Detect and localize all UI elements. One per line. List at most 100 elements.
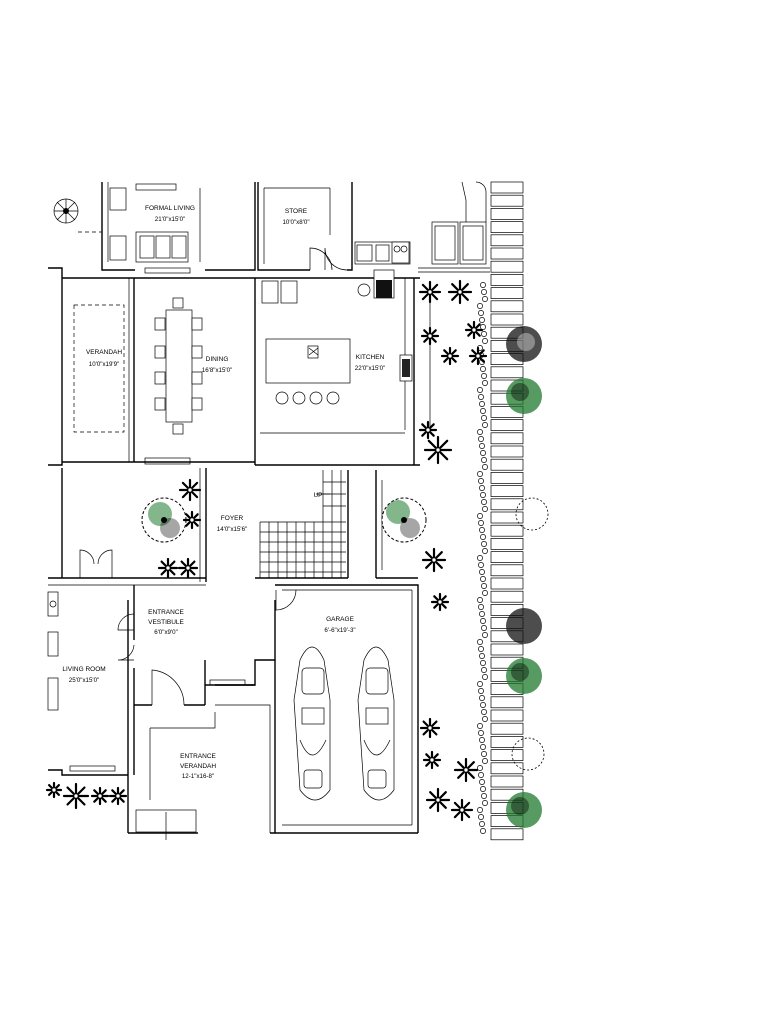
paving-slab	[490, 538, 524, 550]
paving-slab	[490, 722, 524, 735]
paving-slab	[490, 498, 524, 511]
shrub	[479, 527, 485, 533]
palm-icon	[178, 478, 202, 502]
paving-slab	[490, 247, 524, 260]
paving-slab	[490, 696, 524, 709]
stair-up-label: UP	[313, 492, 322, 499]
paving-slab	[490, 234, 524, 247]
shrub	[477, 387, 483, 393]
shrub	[481, 289, 487, 295]
paving-slab	[490, 472, 524, 484]
shrub	[478, 604, 484, 610]
shrub	[482, 674, 488, 680]
shrub	[482, 464, 488, 470]
shrub	[481, 499, 487, 505]
room-dim-living-room: 25'0"x15'0"	[69, 677, 100, 684]
paving-slab	[490, 749, 524, 761]
shrub	[482, 716, 488, 722]
gate-planters	[418, 181, 490, 273]
shrub	[481, 415, 487, 421]
shrub	[482, 758, 488, 764]
living-room-furniture	[47, 591, 59, 711]
palm-icon	[182, 510, 202, 530]
shrub	[479, 611, 485, 617]
room-label-dining: DINING	[206, 356, 229, 363]
palm-icon	[157, 557, 179, 579]
palm-icon	[440, 346, 460, 366]
shrub	[480, 660, 486, 666]
shrub	[482, 296, 488, 302]
paving-slab	[490, 564, 524, 577]
shrub	[480, 744, 486, 750]
shrub	[482, 548, 488, 554]
shrub	[479, 485, 485, 491]
shrub	[477, 639, 483, 645]
room-label-store: STORE	[285, 208, 308, 215]
shrub	[478, 772, 484, 778]
shrub	[478, 814, 484, 820]
shrub	[481, 709, 487, 715]
paving-slab	[490, 762, 524, 775]
shrub	[478, 688, 484, 694]
shrub	[478, 730, 484, 736]
paving-slab	[490, 208, 524, 220]
paving-slab	[490, 274, 524, 286]
kitchen-counter	[261, 241, 413, 382]
paving-slab	[490, 260, 524, 273]
paving-slab	[490, 551, 524, 563]
shrub	[477, 555, 483, 561]
paving-slab	[490, 287, 524, 299]
room-label-verandah: VERANDAH	[86, 349, 122, 356]
shrub	[478, 394, 484, 400]
paving-slab	[490, 445, 524, 458]
paving-slab	[490, 419, 524, 431]
palm-icon	[90, 786, 110, 806]
palm-icon	[108, 786, 128, 806]
palm-icon	[418, 420, 438, 440]
paving-slab	[490, 221, 524, 233]
shrub	[482, 380, 488, 386]
paving-slab	[490, 828, 524, 841]
shrub	[480, 366, 486, 372]
car-icon	[357, 646, 395, 801]
kitchen-island	[265, 338, 351, 405]
shrub	[480, 408, 486, 414]
shrub	[481, 751, 487, 757]
paving-slab	[490, 181, 524, 194]
room-dim-entrance-verandah: 12-1"x16-8"	[182, 773, 214, 780]
shrub	[478, 436, 484, 442]
shrub	[477, 597, 483, 603]
shrub	[480, 324, 486, 330]
palm-icon	[453, 757, 479, 783]
palm-icon	[421, 547, 447, 573]
room-label-entrance-vestibule-2: VESTIBULE	[148, 619, 184, 626]
shrub	[480, 450, 486, 456]
shrub	[477, 765, 483, 771]
shrub	[477, 471, 483, 477]
paving-slab	[490, 366, 524, 379]
palm-icon	[418, 280, 442, 304]
room-label-living-room: LIVING ROOM	[62, 666, 105, 673]
palm-icon	[464, 320, 484, 340]
car-icon	[293, 646, 331, 801]
paving-slab	[490, 709, 524, 722]
shrub	[479, 821, 485, 827]
shrub	[481, 625, 487, 631]
shrub	[481, 373, 487, 379]
room-label-kitchen: KITCHEN	[356, 354, 385, 361]
palm-icon	[450, 798, 474, 822]
shrub	[480, 786, 486, 792]
palm-icon	[419, 717, 441, 739]
shrub	[479, 653, 485, 659]
shrub	[477, 681, 483, 687]
shrub	[477, 513, 483, 519]
paving-slab	[490, 736, 524, 748]
palm-icon	[62, 782, 90, 810]
palm-icon	[425, 787, 451, 813]
room-dim-dining: 16'8"x15'0"	[202, 367, 233, 374]
paving-slab	[490, 458, 524, 471]
paving-slab	[490, 524, 524, 537]
tree-icon	[506, 326, 549, 828]
hedge-border	[477, 282, 488, 834]
